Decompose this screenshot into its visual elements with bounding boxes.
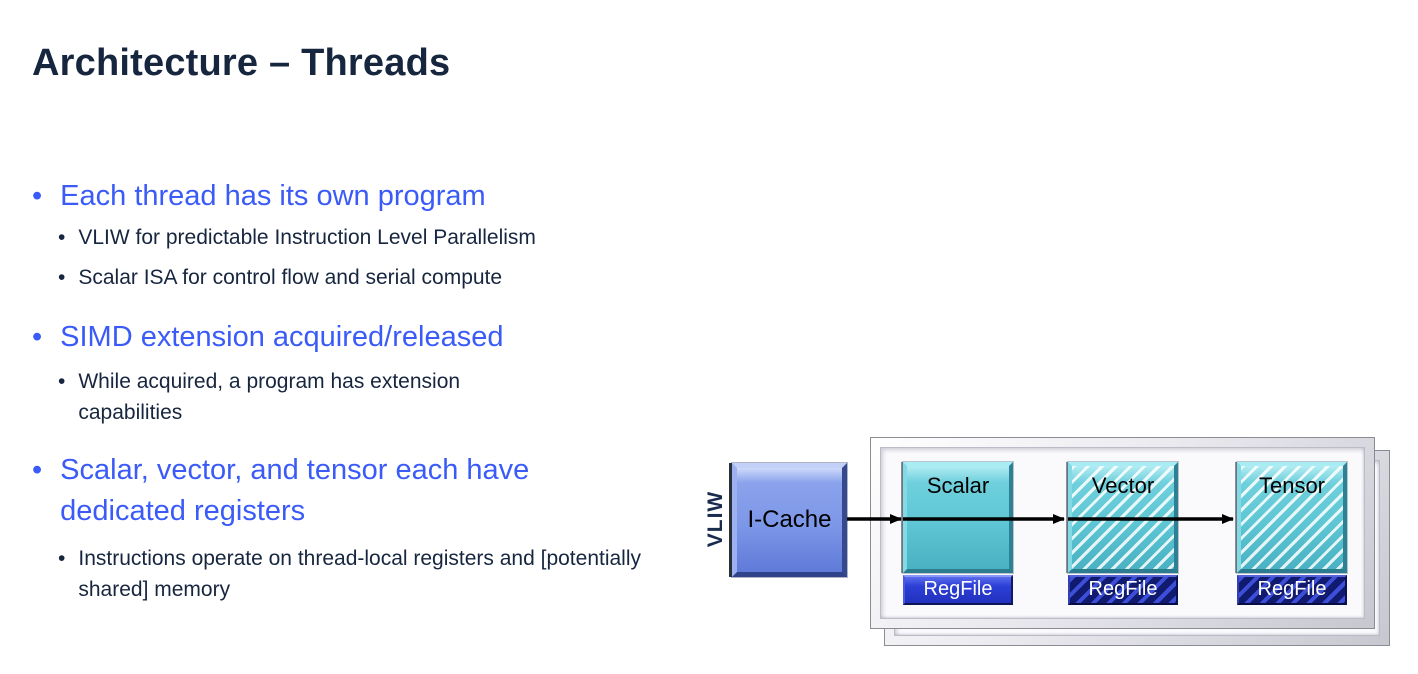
bullet-heading-text: Each thread has its own program [60, 180, 486, 212]
scalar-regfile-block: RegFile [903, 575, 1013, 605]
sub-bullet-dot: • [58, 226, 66, 249]
sub-bullet-dot: • [58, 266, 66, 289]
bullet-dot: • [32, 321, 43, 353]
sub-bullet-text: VLIW for predictable Instruction Level P… [78, 226, 536, 249]
pipeline-arrows [847, 514, 1234, 524]
sub-bullet-list-3: • Instructions operate on thread-local r… [58, 543, 643, 605]
bullet-dot: • [32, 180, 43, 212]
sub-bullet-text: While acquired, a program has extension … [78, 370, 461, 424]
bullet-heading-2: • SIMD extension acquired/released [32, 317, 672, 358]
sub-bullet-list-1: • VLIW for predictable Instruction Level… [58, 222, 688, 293]
scalar-unit-label: Scalar [926, 473, 990, 498]
bullet-heading-text: Scalar, vector, and tensor each have ded… [60, 454, 530, 527]
bullet-heading-1: • Each thread has its own program [32, 176, 672, 217]
bullet-heading-text: SIMD extension acquired/released [60, 321, 504, 353]
sub-bullet: • Instructions operate on thread-local r… [58, 543, 643, 605]
vliw-label: VLIW [704, 490, 727, 548]
icache-block: I-Cache [732, 463, 847, 577]
bullet-dot: • [32, 454, 43, 486]
vector-regfile-block: RegFile [1068, 575, 1178, 605]
sub-bullet: • VLIW for predictable Instruction Level… [58, 222, 688, 253]
tensor-regfile-block: RegFile [1237, 575, 1347, 605]
sub-bullet: • Scalar ISA for control flow and serial… [58, 262, 688, 293]
tensor-unit-block: Tensor [1237, 462, 1347, 573]
sub-bullet-dot: • [58, 370, 66, 393]
icache-label: I-Cache [747, 506, 832, 533]
sub-bullet-list-2: • While acquired, a program has extensio… [58, 366, 513, 428]
sub-bullet-dot: • [58, 547, 66, 570]
vector-unit-label: Vector [1091, 473, 1155, 498]
sub-bullet-text: Instructions operate on thread-local reg… [78, 547, 642, 601]
slide-title: Architecture – Threads [32, 42, 451, 84]
bullet-heading-3: • Scalar, vector, and tensor each have d… [32, 450, 652, 532]
sub-bullet-text: Scalar ISA for control flow and serial c… [78, 266, 503, 289]
sub-bullet: • While acquired, a program has extensio… [58, 366, 513, 428]
tensor-unit-label: Tensor [1258, 473, 1326, 498]
